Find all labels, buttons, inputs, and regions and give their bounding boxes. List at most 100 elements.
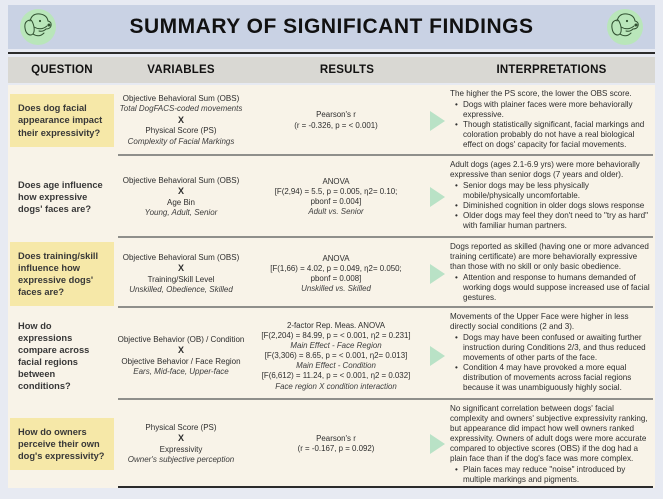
- row-divider: [118, 398, 653, 400]
- interpretation-lead: Movements of the Upper Face were higher …: [450, 312, 629, 332]
- arrow-cell: [426, 264, 448, 285]
- result-line: Main Effect - Face Region: [290, 341, 382, 351]
- interpretations-cell: Dogs reported as skilled (having one or …: [448, 238, 655, 306]
- result-line: ANOVA: [322, 253, 350, 263]
- column-header-interpretations: INTERPRETATIONS: [496, 64, 607, 76]
- header-divider: [8, 52, 655, 54]
- variable-line: Young, Adult, Senior: [144, 208, 218, 218]
- variable-line: Objective Behavioral Sum (OBS): [122, 252, 240, 262]
- variable-line: Total DogFACS-coded movements: [119, 104, 243, 114]
- column-header-question: QUESTION: [31, 64, 93, 76]
- interpretation-bullets: Senior dogs may be less physically mobil…: [450, 181, 651, 231]
- variable-line: Objective Behavior (OB) / Condition: [117, 334, 245, 344]
- variable-line: X: [177, 433, 184, 444]
- arrow-cell: [426, 434, 448, 455]
- variable-line: Objective Behavioral Sum (OBS): [122, 175, 240, 185]
- table-row: How do expressions compare across facial…: [8, 308, 655, 400]
- findings-table: Does dog facial appearance impact their …: [8, 85, 655, 488]
- interpretation-bullet: Older dogs may feel they don't need to "…: [450, 211, 651, 231]
- interpretation-bullets: Dogs with plainer faces were more behavi…: [450, 100, 651, 150]
- interpretation-bullets: Plain faces may reduce "noise" introduce…: [450, 465, 651, 485]
- row-divider: [118, 486, 653, 488]
- arrow-right-icon: [429, 187, 445, 207]
- column-header-variables: VARIABLES: [147, 64, 215, 76]
- interpretation-bullet: Though statistically significant, facial…: [450, 120, 651, 150]
- variable-line: Age Bin: [166, 197, 196, 207]
- arrow-right-icon: [429, 434, 445, 455]
- question-text: How do expressions compare across facial…: [18, 321, 90, 392]
- result-line: [F(1,66) = 4.02, p = 0.049, η2= 0.050;: [270, 264, 402, 274]
- arrow-cell: [426, 187, 448, 207]
- results-cell: 2-factor Rep. Meas. ANOVA[F(2,204) = 84.…: [246, 319, 426, 394]
- question-cell: Does training/skill influence how expres…: [8, 238, 116, 310]
- arrow-right-icon: [429, 110, 445, 131]
- question-text: Does age influence how expressive dogs' …: [18, 179, 103, 215]
- arrow-cell: [426, 110, 448, 131]
- interpretations-cell: No significant correlation between dogs'…: [448, 400, 655, 488]
- result-line: ANOVA: [322, 176, 350, 186]
- results-cell: Pearson's r(r = -0.167, p = 0.092): [246, 432, 426, 456]
- row-divider: [118, 306, 653, 308]
- interpretation-bullet: Plain faces may reduce "noise" introduce…: [450, 465, 651, 485]
- interpretation-lead: Dogs reported as skilled (having one or …: [450, 242, 649, 272]
- row-divider: [118, 236, 653, 238]
- result-line: Adult vs. Senior: [308, 207, 364, 217]
- result-line: (r = -0.167, p = 0.092): [297, 444, 375, 454]
- result-line: [F(3,306) = 8.65, p = < 0.001, η2= 0.013…: [264, 351, 408, 361]
- variable-line: Training/Skill Level: [147, 274, 215, 284]
- variable-line: Unskilled, Obedience, Skilled: [129, 285, 233, 295]
- variable-line: X: [177, 185, 184, 196]
- interpretation-lead: No significant correlation between dogs'…: [450, 404, 648, 464]
- result-line: pbonf = 0.004]: [310, 197, 362, 206]
- row-divider: [118, 154, 653, 156]
- result-line: pbonf = 0.008]: [310, 274, 362, 284]
- variable-line: Ears, Mid-face, Upper-face: [133, 367, 229, 377]
- interpretation-bullet: Dogs may have been confused or awaiting …: [450, 333, 651, 363]
- page-title: SUMMARY OF SIGNIFICANT FINDINGS: [129, 15, 534, 38]
- variable-line: X: [177, 345, 184, 356]
- question-cell: Does age influence how expressive dogs' …: [8, 156, 116, 238]
- interpretations-cell: Movements of the Upper Face were higher …: [448, 308, 655, 396]
- variable-line: Physical Score (PS): [145, 126, 217, 136]
- column-header-row: QUESTION VARIABLES RESULTS INTERPRETATIO…: [8, 57, 655, 83]
- variable-line: Physical Score (PS): [145, 422, 217, 432]
- question-text: How do owners perceive their own dog's e…: [10, 418, 114, 471]
- interpretations-cell: The higher the PS score, the lower the O…: [448, 85, 655, 153]
- variable-line: Owner's subjective perception: [127, 455, 235, 465]
- variable-line: Objective Behavior / Face Region: [121, 356, 241, 366]
- table-row: Does age influence how expressive dogs' …: [8, 156, 655, 238]
- interpretation-bullet: Dogs with plainer faces were more behavi…: [450, 100, 651, 120]
- title-bar: SUMMARY OF SIGNIFICANT FINDINGS: [8, 5, 655, 49]
- column-header-results: RESULTS: [319, 64, 375, 76]
- interpretations-cell: Adult dogs (ages 2.1-6.9 yrs) were more …: [448, 156, 655, 234]
- interpretation-bullets: Attention and response to humans demande…: [450, 273, 651, 303]
- interpretation-lead: Adult dogs (ages 2.1-6.9 yrs) were more …: [450, 160, 640, 180]
- question-text: Does training/skill influence how expres…: [10, 242, 114, 307]
- arrow-cell: [426, 346, 448, 367]
- question-cell: Does dog facial appearance impact their …: [8, 85, 116, 156]
- result-line: Main Effect - Condition: [296, 361, 376, 371]
- variables-cell: Objective Behavioral Sum (OBS)Total DogF…: [116, 92, 246, 149]
- dog-head-badge-icon: [20, 9, 56, 45]
- result-line: Pearson's r: [316, 434, 356, 444]
- variable-line: Objective Behavioral Sum (OBS): [122, 93, 240, 103]
- table-row: How do owners perceive their own dog's e…: [8, 400, 655, 488]
- arrow-right-icon: [429, 346, 445, 367]
- table-row: Does dog facial appearance impact their …: [8, 85, 655, 156]
- result-line: [F(2,204) = 84.99, p = < 0.001, η2 = 0.2…: [261, 330, 411, 340]
- results-cell: ANOVA[F(2,94) = 5.5, p = 0.005, η2= 0.10…: [246, 175, 426, 219]
- question-text: Does dog facial appearance impact their …: [10, 94, 114, 147]
- arrow-right-icon: [429, 264, 445, 285]
- result-line: [F(6,612) = 11.24, p = < 0.001, η2 = 0.0…: [261, 371, 411, 381]
- interpretation-bullet: Attention and response to humans demande…: [450, 273, 651, 303]
- results-cell: Pearson's r(r = -0.326, p = < 0.001): [246, 108, 426, 132]
- variable-line: X: [177, 114, 184, 125]
- result-line: Face region X condition interaction: [275, 381, 397, 391]
- interpretation-bullet: Condition 4 may have provoked a more equ…: [450, 363, 651, 393]
- results-cell: ANOVA[F(1,66) = 4.02, p = 0.049, η2= 0.0…: [246, 252, 426, 296]
- question-cell: How do owners perceive their own dog's e…: [8, 400, 116, 488]
